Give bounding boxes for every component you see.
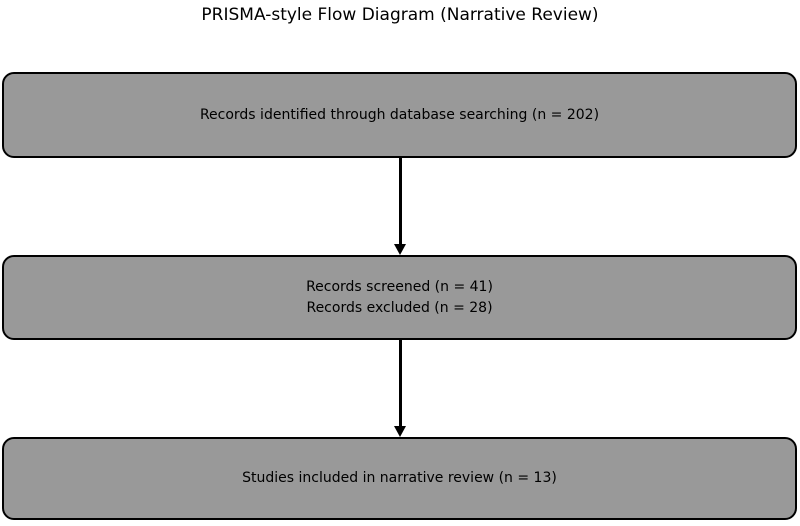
down-arrow-head-1	[394, 244, 406, 255]
flow-box-screening: Records screened (n = 41) Records exclud…	[2, 255, 797, 340]
flow-box-identification: Records identified through database sear…	[2, 72, 797, 158]
flow-box-identification-text: Records identified through database sear…	[199, 106, 600, 123]
flow-box-screening-text-line-1: Records screened (n = 41)	[306, 278, 493, 295]
flow-box-included: Studies included in narrative review (n …	[2, 437, 797, 520]
flow-box-included-text: Studies included in narrative review (n …	[242, 470, 557, 486]
flow-box-screening-text-line-2: Records excluded (n = 28)	[306, 299, 493, 316]
diagram-title: PRISMA-style Flow Diagram (Narrative Rev…	[201, 5, 599, 25]
down-arrow-head-2	[394, 426, 406, 437]
down-arrow-line-2	[399, 340, 402, 427]
down-arrow-line-1	[399, 158, 402, 245]
